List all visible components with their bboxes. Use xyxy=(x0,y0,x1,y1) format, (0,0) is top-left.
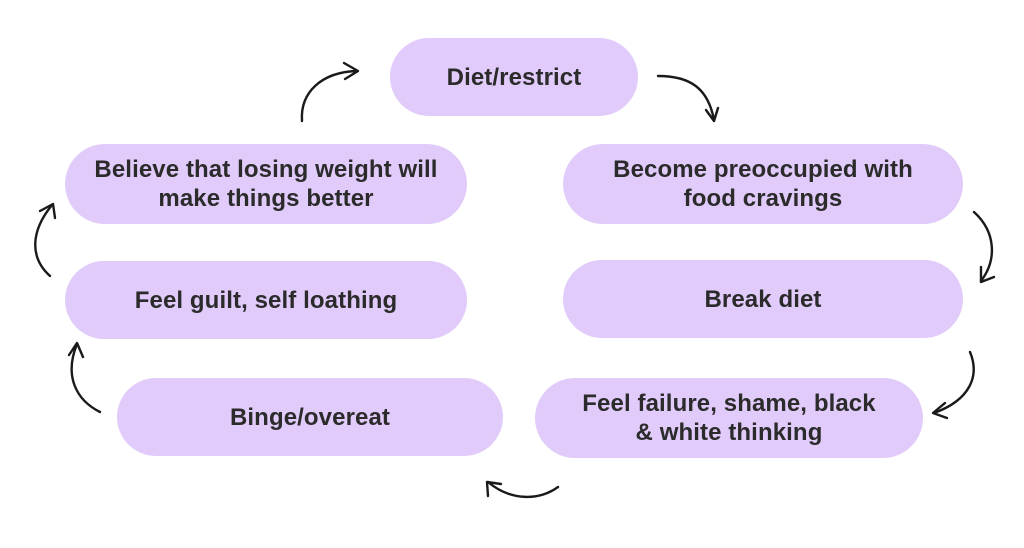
node-believe: Believe that losing weight will make thi… xyxy=(65,144,467,224)
node-preoccupied: Become preoccupied with food cravings xyxy=(563,144,963,224)
arrow-binge-to-guilt xyxy=(67,341,102,414)
arrow-break-to-failure xyxy=(931,350,975,420)
arrow-guilt-to-believe xyxy=(34,202,57,278)
node-failure-shame-label: Feel failure, shame, black & white think… xyxy=(582,390,876,446)
node-break-diet-label: Break diet xyxy=(704,285,822,313)
arrow-preoccupied-to-break xyxy=(972,210,996,284)
arrow-failure-to-binge xyxy=(485,480,560,499)
node-break-diet: Break diet xyxy=(563,260,963,338)
node-believe-label: Believe that losing weight will make thi… xyxy=(94,156,438,212)
arrow-believe-to-diet xyxy=(300,61,360,123)
node-failure-shame: Feel failure, shame, black & white think… xyxy=(535,378,923,458)
node-binge: Binge/overeat xyxy=(117,378,503,456)
node-diet-restrict-label: Diet/restrict xyxy=(446,63,582,91)
node-preoccupied-label: Become preoccupied with food cravings xyxy=(613,156,913,212)
node-diet-restrict: Diet/restrict xyxy=(390,38,638,116)
node-guilt-label: Feel guilt, self loathing xyxy=(134,286,398,314)
node-binge-label: Binge/overeat xyxy=(229,403,391,431)
arrow-diet-to-preoccupied xyxy=(656,74,720,123)
node-guilt: Feel guilt, self loathing xyxy=(65,261,467,339)
